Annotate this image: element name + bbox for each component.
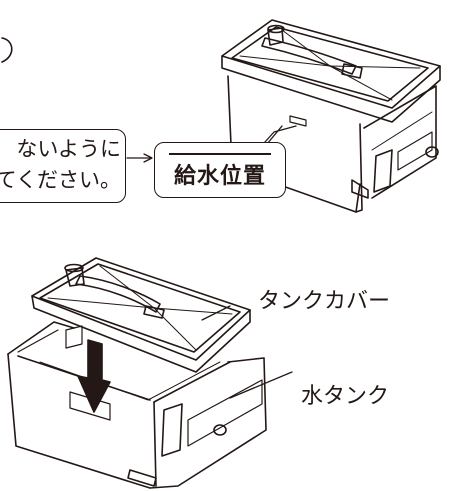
fill-position-box: 給水位置 <box>154 142 286 198</box>
callout-line-2: てください。 <box>0 168 121 192</box>
fill-position-label: 給水位置 <box>173 164 266 189</box>
caution-callout: ないように てください。 <box>0 129 126 203</box>
partial-circle-mark <box>1 37 13 63</box>
water-tank-drawing <box>7 321 293 489</box>
upper-tank-drawing <box>221 19 441 213</box>
tank-cover-label: タンクカバー <box>258 289 391 314</box>
callout-line-1: ないように <box>16 137 121 161</box>
tank-cover-drawing <box>31 257 251 373</box>
fill-position-bar <box>169 153 271 156</box>
down-arrow-icon <box>77 339 111 413</box>
water-tank-label: 水タンク <box>301 384 390 409</box>
